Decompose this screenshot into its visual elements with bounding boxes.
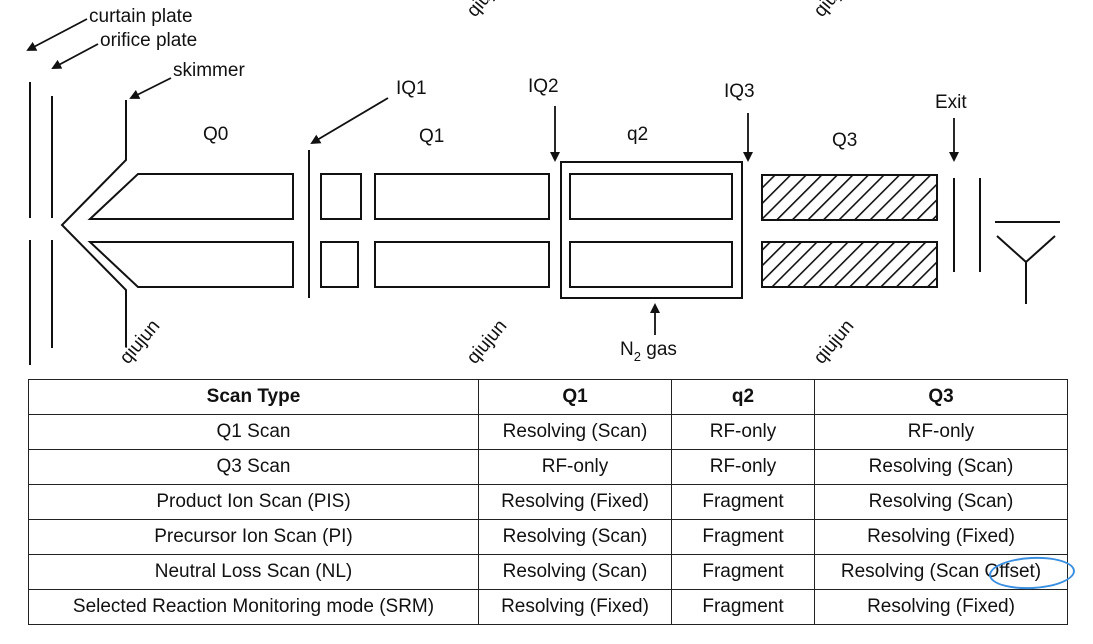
arrow bbox=[51, 43, 99, 69]
watermarks: qiujun qiujun qiujun qiujun qiujun bbox=[116, 0, 859, 368]
header-scan-type: Scan Type bbox=[28, 379, 479, 415]
cell-q1: RF-only bbox=[478, 449, 672, 485]
watermark-text: qiujun bbox=[463, 0, 512, 21]
label-q1: Q1 bbox=[419, 126, 444, 147]
label-curtain-plate: curtain plate bbox=[89, 6, 193, 27]
q2-rod-lower bbox=[569, 241, 733, 288]
cell-q2: Fragment bbox=[671, 589, 815, 625]
cell-q2: RF-only bbox=[671, 449, 815, 485]
arrow bbox=[26, 18, 88, 51]
label-iq1: IQ1 bbox=[396, 78, 427, 99]
stubby-rod-lower bbox=[320, 241, 359, 288]
q0-rod-upper bbox=[87, 173, 294, 220]
cell-scan-type: Selected Reaction Monitoring mode (SRM) bbox=[28, 589, 479, 625]
cell-scan-type: Precursor Ion Scan (PI) bbox=[28, 519, 479, 555]
q0-rod-lower bbox=[87, 241, 294, 288]
q1-rod-upper bbox=[374, 173, 550, 220]
cell-q2: RF-only bbox=[671, 414, 815, 450]
cell-scan-type: Product Ion Scan (PIS) bbox=[28, 484, 479, 520]
cell-q1: Resolving (Scan) bbox=[478, 519, 672, 555]
q3-rod-upper bbox=[761, 174, 938, 221]
q1-rod-lower bbox=[374, 241, 550, 288]
table-header-row: Scan Type Q1 q2 Q3 bbox=[28, 379, 1068, 415]
label-q3: Q3 bbox=[832, 130, 857, 151]
cell-q1: Resolving (Fixed) bbox=[478, 589, 672, 625]
skimmer bbox=[60, 100, 127, 347]
watermark-text: qiujun bbox=[116, 316, 165, 368]
cell-q3: Resolving (Scan) bbox=[814, 449, 1068, 485]
table-row: Q1 Scan Resolving (Scan) RF-only RF-only bbox=[28, 414, 1068, 450]
cell-q2: Fragment bbox=[671, 519, 815, 555]
watermark-text: qiujun bbox=[810, 316, 859, 368]
label-q2: q2 bbox=[627, 124, 648, 145]
cell-q3-highlighted: Resolving (Scan Offset) bbox=[814, 554, 1076, 592]
label-iq3: IQ3 bbox=[724, 81, 755, 102]
header-q1: Q1 bbox=[478, 379, 672, 415]
cell-q3: RF-only bbox=[814, 414, 1068, 450]
cell-q1: Resolving (Scan) bbox=[478, 554, 672, 590]
q3-rod-lower bbox=[761, 241, 938, 288]
label-iq2: IQ2 bbox=[528, 76, 559, 97]
cell-scan-type: Neutral Loss Scan (NL) bbox=[28, 554, 479, 590]
watermark-text: qiujun bbox=[463, 316, 512, 368]
scan-type-table: Scan Type Q1 q2 Q3 Q1 Scan Resolving (Sc… bbox=[28, 379, 1076, 625]
cell-q1: Resolving (Fixed) bbox=[478, 484, 672, 520]
cell-q3-text: Resolving (Scan Offset) bbox=[840, 561, 1042, 582]
cell-q2: Fragment bbox=[671, 554, 815, 590]
watermark-text: qiujun bbox=[810, 0, 859, 21]
cell-q3: Resolving (Fixed) bbox=[814, 589, 1068, 625]
label-exit: Exit bbox=[935, 92, 967, 113]
q2-collision-cell bbox=[560, 161, 743, 299]
cell-q2: Fragment bbox=[671, 484, 815, 520]
q2-rod-upper bbox=[569, 173, 733, 220]
header-q2: q2 bbox=[671, 379, 815, 415]
label-orifice-plate: orifice plate bbox=[100, 30, 197, 51]
cell-q1: Resolving (Scan) bbox=[478, 414, 672, 450]
table-row: Selected Reaction Monitoring mode (SRM) … bbox=[28, 589, 1068, 625]
arrow bbox=[129, 77, 172, 99]
cell-q3: Resolving (Scan) bbox=[814, 484, 1068, 520]
cell-scan-type: Q3 Scan bbox=[28, 449, 479, 485]
label-skimmer: skimmer bbox=[173, 60, 245, 81]
stubby-rod-upper bbox=[320, 173, 362, 220]
cell-q3: Resolving (Fixed) bbox=[814, 519, 1068, 555]
arrow bbox=[310, 97, 389, 145]
detector bbox=[995, 221, 1060, 304]
table-row: Q3 Scan RF-only RF-only Resolving (Scan) bbox=[28, 449, 1068, 485]
table-row: Neutral Loss Scan (NL) Resolving (Scan) … bbox=[28, 554, 1076, 592]
label-q0: Q0 bbox=[203, 124, 228, 145]
instrument-diagram: qiujun qiujun qiujun qiujun qiujun bbox=[26, 0, 1060, 368]
cell-scan-type: Q1 Scan bbox=[28, 414, 479, 450]
table-row: Precursor Ion Scan (PI) Resolving (Scan)… bbox=[28, 519, 1068, 555]
label-n2-gas: N2 gas bbox=[620, 339, 677, 364]
table-row: Product Ion Scan (PIS) Resolving (Fixed)… bbox=[28, 484, 1068, 520]
header-q3: Q3 bbox=[814, 379, 1068, 415]
